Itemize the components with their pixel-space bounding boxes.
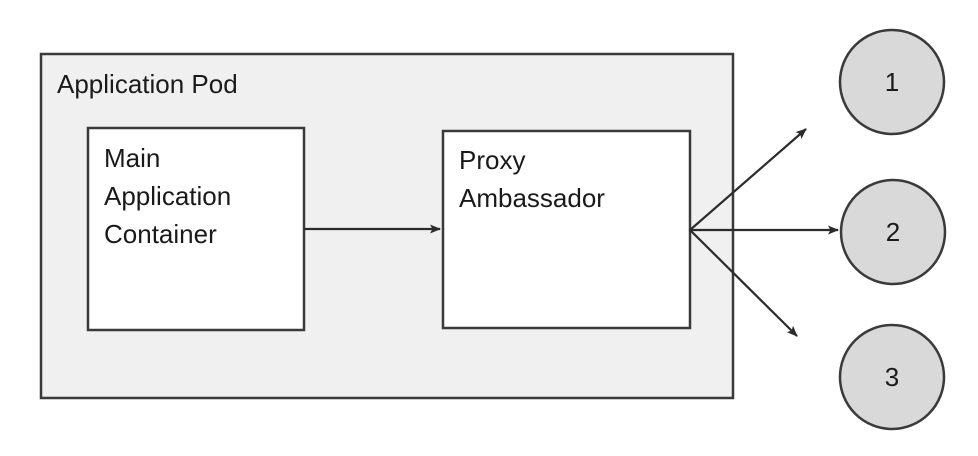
external-service-3-circle bbox=[838, 323, 946, 431]
proxy-ambassador-container-label: Ambassador bbox=[459, 183, 605, 213]
main-application-container-box bbox=[86, 126, 306, 332]
proxy-ambassador-container-label: Proxy bbox=[459, 145, 525, 175]
proxy-ambassador-container-box bbox=[441, 129, 692, 330]
external-service-1-label: 1 bbox=[885, 67, 899, 97]
main-application-container-label: Container bbox=[104, 219, 217, 249]
application-pod-label: Application Pod bbox=[57, 69, 238, 99]
external-service-2-label: 2 bbox=[886, 217, 900, 247]
external-service-2-circle bbox=[839, 178, 947, 286]
external-service-3-label: 3 bbox=[885, 362, 899, 392]
arrow-proxy-to-service-1 bbox=[689, 128, 807, 231]
external-service-1-circle bbox=[838, 28, 946, 136]
main-application-container-label: Main bbox=[104, 143, 160, 173]
main-application-container-label: Application bbox=[104, 181, 231, 211]
arrow-proxy-to-service-3 bbox=[689, 229, 798, 337]
